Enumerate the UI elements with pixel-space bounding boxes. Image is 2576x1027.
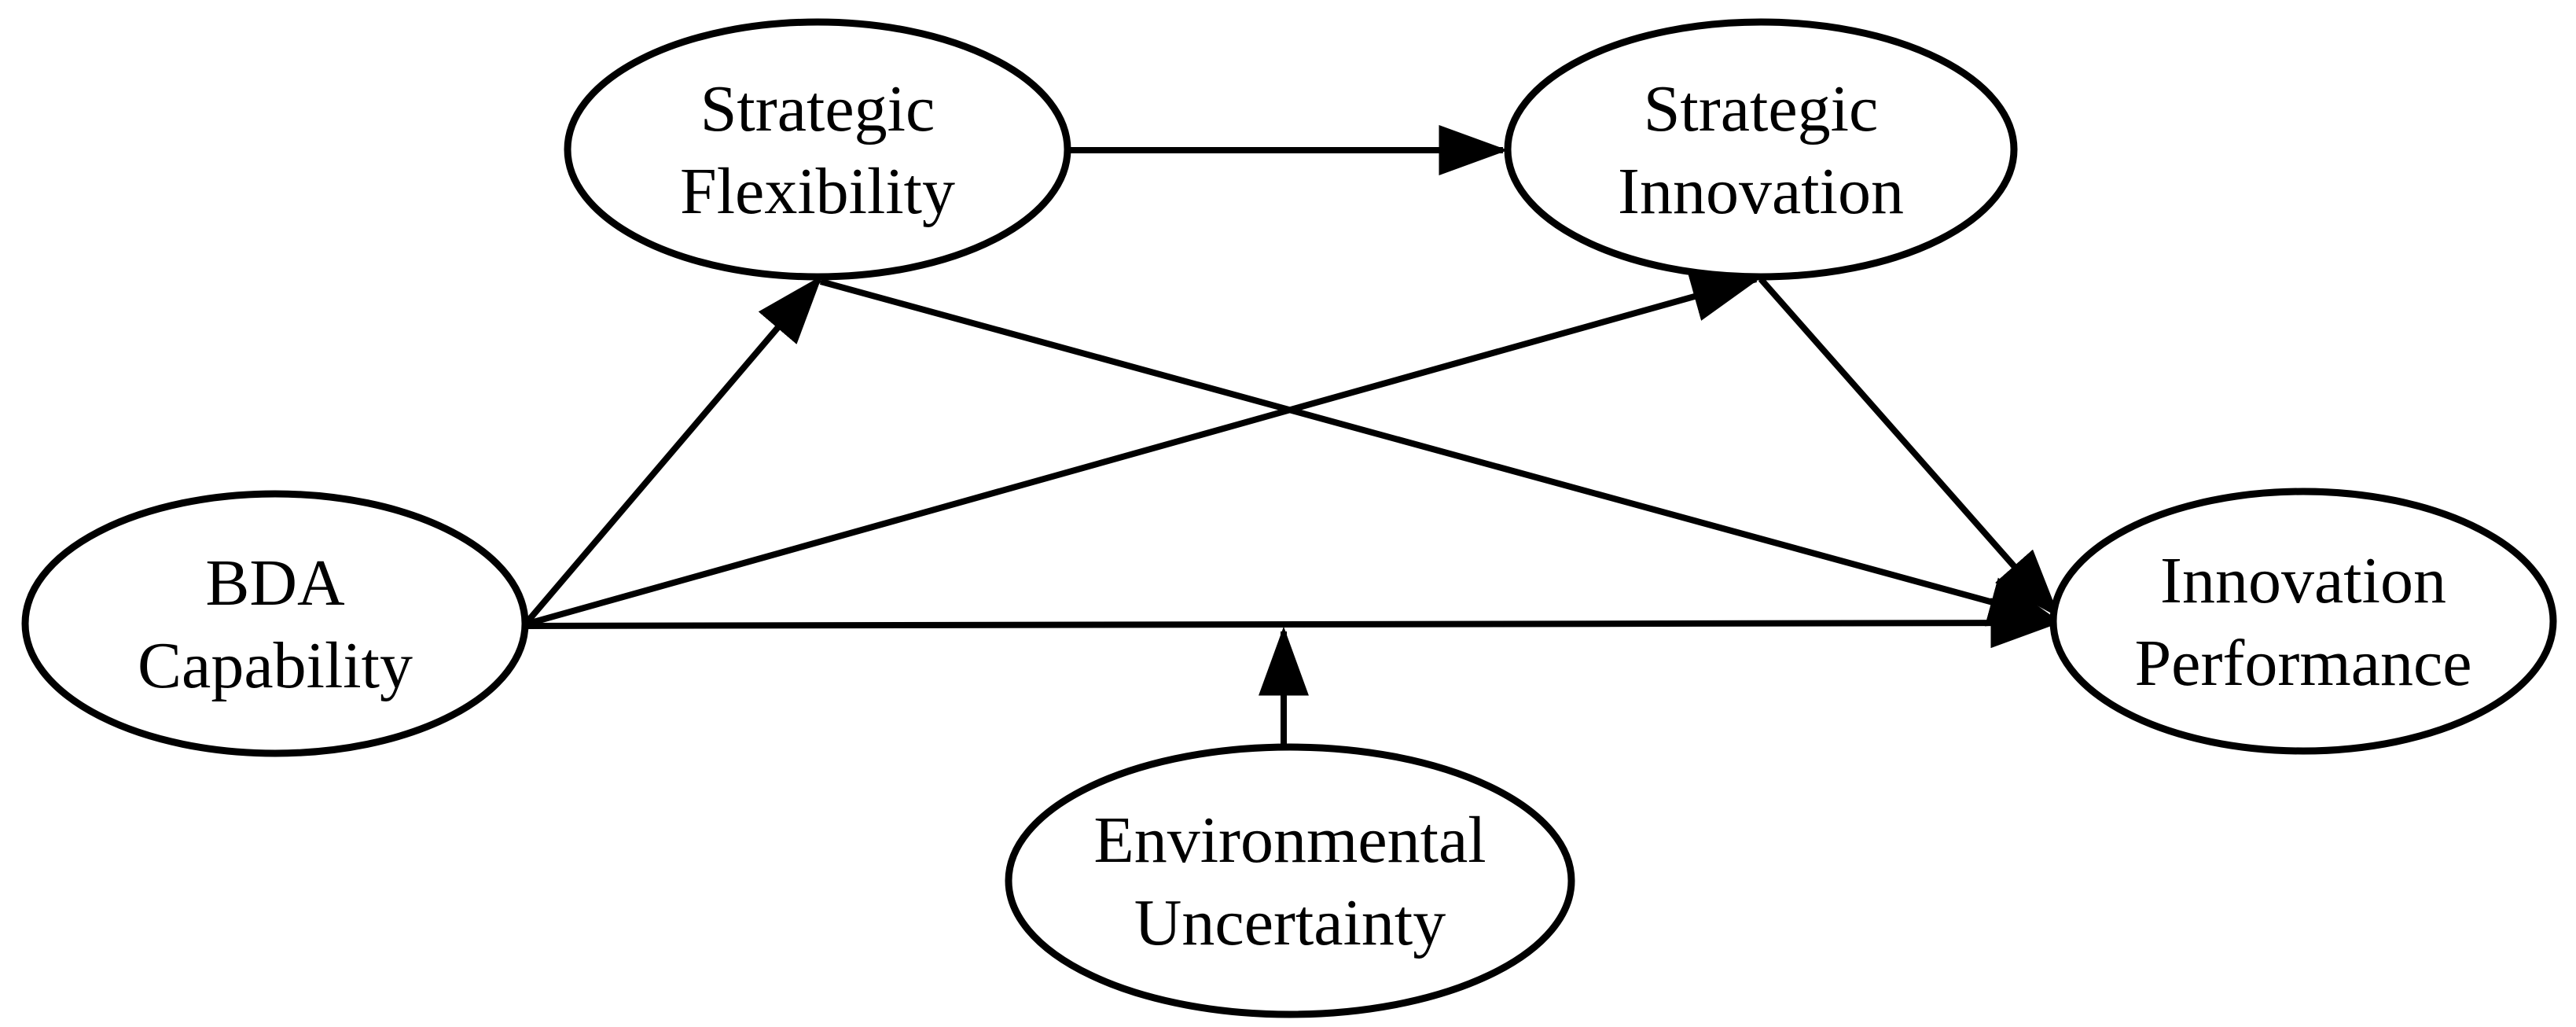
node-ellipse-bda-capability [21,490,529,757]
node-label-line-bda-capability-2: Capability [138,629,413,702]
edge-arrow-bda-to-ip [524,598,2060,649]
edge-arrow-bda-to-sf [522,275,823,627]
edge-arrow-si-to-ip [1758,277,2060,618]
node-label-line-strategic-innovation-1: Strategic [1644,72,1879,145]
edge-layer [522,125,2060,748]
node-label-line-bda-capability-1: BDA [205,547,345,620]
node-bda-capability: BDA Capability [21,490,529,757]
node-ellipse-strategic-innovation [1504,18,2018,281]
edge-arrow-sf-to-ip [819,278,2059,627]
node-label-line-strategic-innovation-2: Innovation [1618,155,1904,228]
node-label-line-innovation-performance-2: Performance [2134,627,2471,700]
node-ellipse-strategic-flexibility [564,18,1071,281]
node-label-line-environmental-uncertainty-2: Uncertainty [1134,886,1446,959]
node-ellipse-innovation-performance [2049,488,2557,755]
node-label-bda-capability: BDA Capability [138,547,413,702]
node-label-line-environmental-uncertainty-1: Environmental [1093,804,1486,877]
edge-arrow-bda-to-si [524,272,1762,628]
node-label-line-strategic-flexibility-2: Flexibility [680,155,955,228]
node-label-line-innovation-performance-1: Innovation [2160,544,2446,617]
node-ellipse-environmental-uncertainty [1005,743,1575,1018]
node-label-line-strategic-flexibility-1: Strategic [700,72,935,145]
